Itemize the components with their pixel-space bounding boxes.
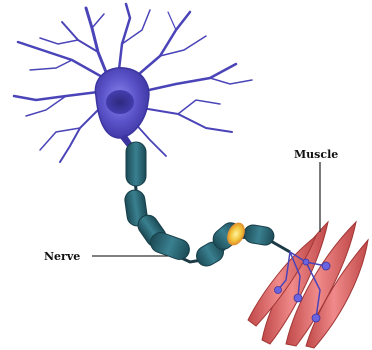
nerve-label: Nerve — [44, 250, 80, 263]
muscle-label: Muscle — [294, 148, 338, 161]
terminal-bouton — [312, 314, 320, 322]
terminal-bouton — [322, 262, 330, 270]
terminal-bouton — [294, 294, 302, 302]
myelin-segment — [148, 230, 192, 262]
nucleus — [106, 90, 134, 114]
myelin-segment — [243, 224, 276, 247]
terminal-bouton — [303, 259, 309, 265]
myelin-sheaths — [124, 142, 276, 270]
myelin-segment — [126, 142, 146, 186]
terminal-bouton — [275, 287, 282, 294]
